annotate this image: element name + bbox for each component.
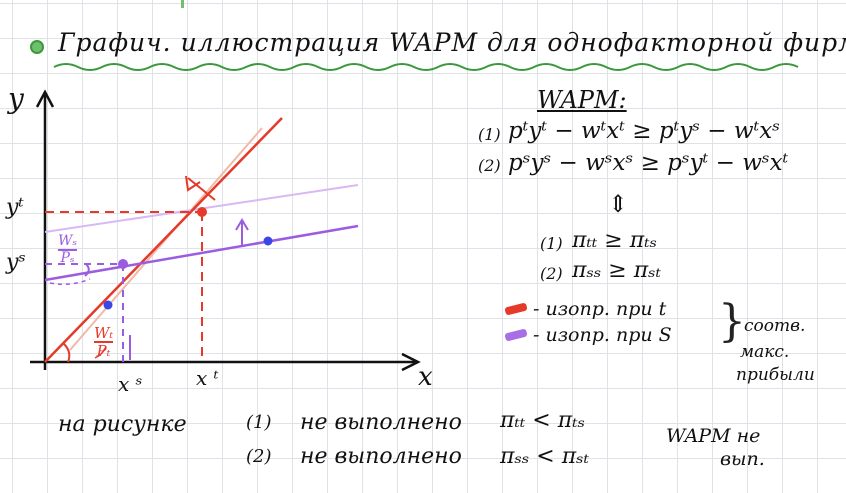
t-shift-arrow: [187, 177, 216, 201]
conclusion-2-number: (2): [246, 446, 272, 467]
xs-label: x ˢ: [118, 372, 143, 396]
profit-inequality-2: πₛₛ ≥ πₛₜ: [572, 258, 661, 283]
wapm-result-1: WAPM не: [666, 425, 761, 447]
ps-denominator: Pₛ: [60, 250, 75, 266]
conclusion-2-text: не выполнено: [300, 444, 462, 469]
title-underline: [53, 63, 799, 71]
equivalence-arrow-icon: ⇕: [608, 190, 629, 218]
ys-label: yˢ: [6, 250, 26, 275]
conclusion-1-number: (1): [246, 412, 272, 433]
ineq2-number: (2): [478, 156, 501, 175]
pi2-number: (2): [540, 264, 563, 283]
wapm-result-2: вып.: [720, 448, 765, 470]
slope-angle-s: [84, 263, 90, 277]
optimum-point-t: [197, 207, 207, 217]
legend-item-s: - изопр. при S: [504, 324, 672, 346]
blue-point-lower: [103, 300, 113, 310]
slope-angle-t: [63, 343, 71, 363]
x-axis-arrow: [401, 352, 421, 372]
legend-swatch-red: [504, 302, 528, 316]
blue-point-upper: [263, 236, 273, 246]
wapm-heading: WAPM:: [537, 86, 627, 114]
ws-bracket: [49, 278, 91, 286]
isoprofit-t: [44, 117, 283, 363]
pt-denominator: Pₜ: [96, 342, 111, 360]
wt-numerator: Wₜ: [94, 324, 114, 343]
wapm-inequality-1: pᵗyᵗ − wᵗxᵗ ≥ pᵗyˢ − wᵗxˢ: [508, 118, 780, 144]
legend-note-2: макс.: [740, 342, 790, 362]
page-title: Графич. иллюстрация WAPM для однофакторн…: [58, 28, 846, 57]
conclusion-1-text: не выполнено: [300, 410, 462, 435]
conclusion-2-expr: πₛₛ < πₛₜ: [500, 444, 589, 469]
legend-brace: }: [718, 296, 746, 347]
pi1-number: (1): [540, 234, 563, 253]
ineq1-number: (1): [478, 125, 501, 144]
legend-note-3: прибыли: [736, 365, 815, 385]
page-top-marker: [181, 0, 184, 8]
profit-inequality-1: πₜₜ ≥ πₜₛ: [572, 228, 658, 253]
legend-label-t: - изопр. при t: [533, 298, 667, 320]
bullet-dot: [30, 40, 44, 54]
wt-bracket: [94, 347, 106, 359]
legend-note-1: соотв.: [744, 316, 806, 336]
ws-ps-fraction: Wₛ Pₛ: [58, 233, 78, 266]
xt-label: x ᵗ: [196, 366, 219, 390]
yt-label: yᵗ: [6, 195, 24, 220]
optimum-point-s: [118, 259, 128, 269]
y-axis-label: y: [8, 82, 24, 115]
conclusion-1-expr: πₜₜ < πₜₛ: [500, 408, 586, 433]
legend-label-s: - изопр. при S: [533, 324, 672, 346]
arrow-up-icon: [235, 218, 249, 231]
y-axis-arrow: [35, 89, 55, 108]
conclusion-prefix: на рисунке: [58, 412, 187, 437]
legend-item-t: - изопр. при t: [504, 298, 667, 320]
wapm-inequality-2: pˢyˢ − wˢxˢ ≥ pˢyᵗ − wˢxᵗ: [508, 150, 789, 176]
ws-numerator: Wₛ: [58, 233, 78, 251]
x-axis-label: x: [418, 362, 433, 392]
isoprofit-s: [44, 224, 359, 282]
legend-swatch-purple: [504, 328, 528, 342]
wt-pt-fraction: Wₜ Pₜ: [94, 324, 114, 360]
